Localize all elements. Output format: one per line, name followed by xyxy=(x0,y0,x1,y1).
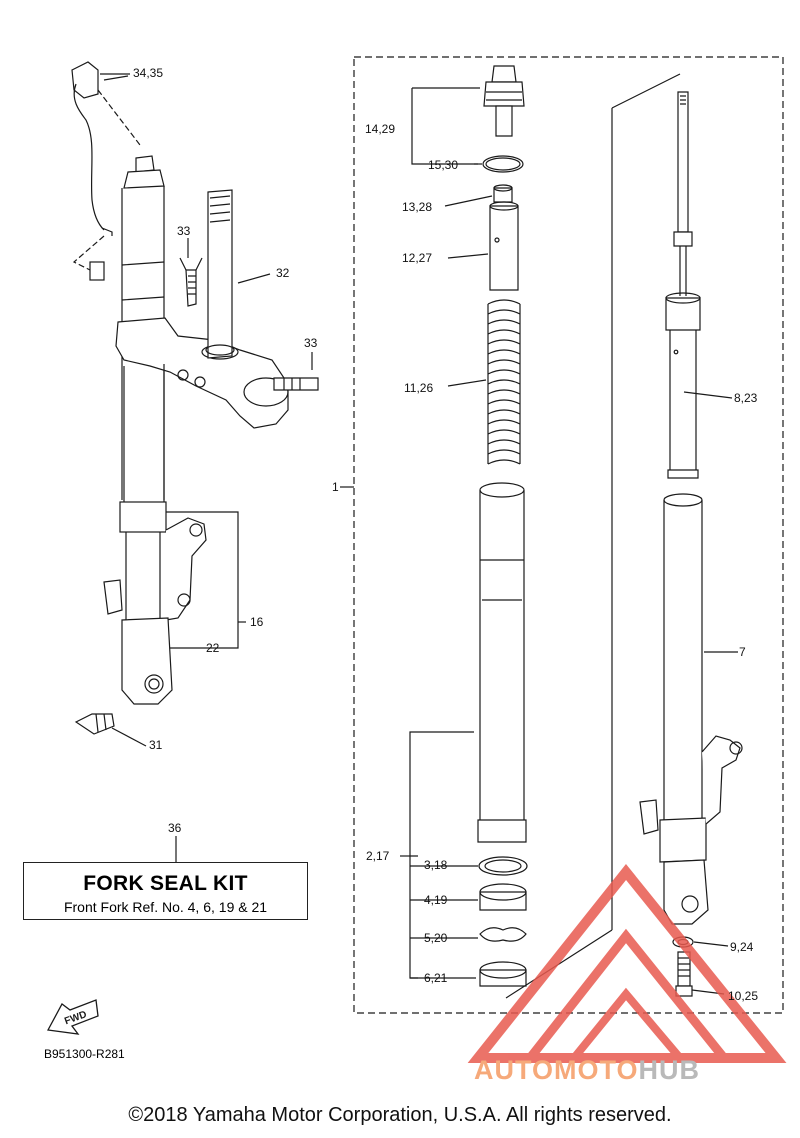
label-32: 32 xyxy=(276,266,290,280)
label-2-17: 2,17 xyxy=(366,849,390,863)
label-6-21: 6,21 xyxy=(424,971,448,985)
left-fork-assembly xyxy=(71,61,319,862)
label-5-20: 5,20 xyxy=(424,931,448,945)
watermark-part2: HUB xyxy=(638,1055,701,1085)
label-14-29: 14,29 xyxy=(365,122,396,136)
label-8-23: 8,23 xyxy=(734,391,758,405)
fwd-arrow-icon: FWD xyxy=(46,999,99,1035)
right-fork-parts xyxy=(639,91,743,997)
label-11-26: 11,26 xyxy=(404,381,434,395)
copyright-text: ©2018 Yamaha Motor Corporation, U.S.A. A… xyxy=(128,1104,672,1126)
kit-title: FORK SEAL KIT xyxy=(83,872,248,895)
watermark-text: AUTOMOTOHUB xyxy=(474,1055,700,1086)
label-22: 22 xyxy=(206,641,220,655)
label-36: 36 xyxy=(168,821,182,835)
watermark-logo-icon xyxy=(467,864,787,1063)
label-4-19: 4,19 xyxy=(424,893,448,907)
label-9-24: 9,24 xyxy=(730,940,754,954)
diagram-code: B951300-R281 xyxy=(44,1047,125,1061)
label-1: 1 xyxy=(332,480,339,494)
label-3-18: 3,18 xyxy=(424,858,448,872)
label-33-lower: 33 xyxy=(304,336,318,350)
label-7: 7 xyxy=(739,645,746,659)
label-33-upper: 33 xyxy=(177,224,191,238)
label-10-25: 10,25 xyxy=(728,989,759,1003)
label-13-28: 13,28 xyxy=(402,200,433,214)
fork-seal-kit-box: FORK SEAL KIT Front Fork Ref. No. 4, 6, … xyxy=(23,862,308,920)
label-16: 16 xyxy=(250,615,264,629)
label-34-35: 34,35 xyxy=(133,66,164,80)
kit-subtitle: Front Fork Ref. No. 4, 6, 19 & 21 xyxy=(63,899,268,915)
assembly-box xyxy=(353,56,784,1014)
label-15-30: 15,30 xyxy=(428,158,459,172)
watermark-part1: AUTOMOTO xyxy=(474,1055,639,1085)
centre-exploded-parts xyxy=(340,65,681,999)
label-31: 31 xyxy=(149,738,163,752)
label-12-27: 12,27 xyxy=(402,251,433,265)
